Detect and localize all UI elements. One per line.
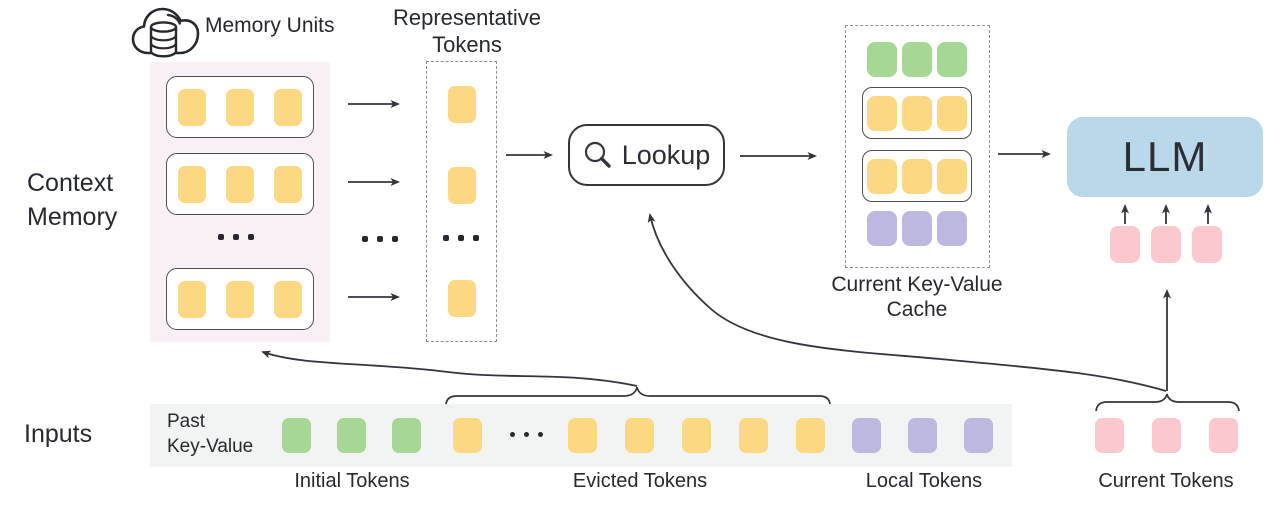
local-tokens-label: Local Tokens xyxy=(865,470,983,492)
llm-box: LLM xyxy=(1067,117,1263,197)
memory-token xyxy=(867,95,897,131)
memory-token xyxy=(274,88,302,126)
current-kv-cache-box xyxy=(845,25,990,268)
database-cylinder-icon xyxy=(149,21,178,58)
memory-unit-row xyxy=(166,153,314,215)
cache-local-tokens-row xyxy=(867,211,967,246)
ellipsis xyxy=(218,234,254,240)
cache-initial-tokens-row xyxy=(867,42,967,77)
local-token xyxy=(908,418,937,453)
initial-token xyxy=(937,42,967,77)
representative-tokens-box xyxy=(426,61,497,342)
memory-token xyxy=(178,165,206,203)
memory-token xyxy=(902,95,932,131)
current-kv-cache-label-line2: Cache xyxy=(886,298,948,321)
evicted-token xyxy=(739,418,768,453)
memory-unit-row xyxy=(166,76,314,138)
current-kv-cache-label: Current Key-Value Cache xyxy=(810,272,1024,322)
memory-token xyxy=(902,158,932,194)
current-token xyxy=(1151,226,1181,263)
cloud-database-icon xyxy=(131,7,200,58)
local-token xyxy=(964,418,993,453)
evicted-token xyxy=(568,418,597,453)
initial-token xyxy=(337,418,366,453)
memory-unit-row xyxy=(166,268,314,330)
lookup-button: Lookup xyxy=(568,124,725,186)
memory-token xyxy=(937,158,967,194)
ellipsis xyxy=(362,236,398,242)
memory-token xyxy=(937,95,967,131)
memory-units-group xyxy=(150,62,330,342)
context-memory-label-line2: Memory xyxy=(27,203,118,231)
memory-token xyxy=(178,88,206,126)
llm-current-tokens xyxy=(1110,226,1222,263)
lookup-label: Lookup xyxy=(621,139,711,170)
representative-token xyxy=(448,167,476,204)
memory-token xyxy=(274,165,302,203)
local-tokens-group xyxy=(852,418,993,453)
current-token xyxy=(1110,226,1140,263)
current-tokens-group xyxy=(1095,418,1238,453)
evicted-token xyxy=(625,418,654,453)
local-token xyxy=(852,418,881,453)
past-key-value-label-line1: Past xyxy=(167,411,206,432)
local-token xyxy=(937,211,967,246)
evicted-tokens-label: Evicted Tokens xyxy=(572,470,708,492)
memory-token xyxy=(226,165,254,203)
representative-tokens-label-line1: Representative xyxy=(393,5,541,30)
ellipsis xyxy=(443,235,479,241)
initial-token xyxy=(902,42,932,77)
memory-token xyxy=(178,280,206,318)
memory-token xyxy=(867,158,897,194)
evicted-token xyxy=(453,418,482,453)
evicted-token xyxy=(796,418,825,453)
past-key-value-label-line2: Key-Value xyxy=(167,436,254,457)
representative-tokens-label-line2: Tokens xyxy=(432,32,502,57)
representative-tokens-label: Representative Tokens xyxy=(367,4,567,58)
memory-token xyxy=(226,88,254,126)
context-memory-label-line1: Context xyxy=(27,169,114,197)
current-kv-cache-label-line1: Current Key-Value xyxy=(831,273,1003,296)
memory-units-label: Memory Units xyxy=(205,14,335,37)
local-token xyxy=(902,211,932,246)
inputs-label: Inputs xyxy=(24,420,93,448)
evicted-token xyxy=(682,418,711,453)
cache-memory-unit xyxy=(862,87,972,139)
evicted-tokens-brace xyxy=(445,386,831,405)
initial-token xyxy=(282,418,311,453)
arrow-evicted-to-memory xyxy=(261,350,638,387)
current-token xyxy=(1192,226,1222,263)
representative-token xyxy=(448,280,476,317)
initial-tokens-group xyxy=(282,418,421,453)
llm-label: LLM xyxy=(1122,133,1208,180)
current-token xyxy=(1209,418,1238,453)
cache-memory-unit xyxy=(862,150,972,202)
evicted-tokens-group xyxy=(568,418,825,453)
initial-tokens-label: Initial Tokens xyxy=(294,470,410,492)
memory-token xyxy=(226,280,254,318)
current-tokens-brace xyxy=(1095,393,1240,412)
context-memory-label: Context Memory xyxy=(27,166,117,234)
initial-token xyxy=(867,42,897,77)
current-token xyxy=(1152,418,1181,453)
ellipsis xyxy=(510,432,543,437)
current-token xyxy=(1095,418,1124,453)
local-token xyxy=(867,211,897,246)
current-tokens-label: Current Tokens xyxy=(1098,470,1234,492)
memory-token xyxy=(274,280,302,318)
initial-token xyxy=(392,418,421,453)
representative-token xyxy=(448,86,476,123)
past-key-value-label: Past Key-Value xyxy=(167,409,253,459)
search-icon xyxy=(584,141,611,168)
